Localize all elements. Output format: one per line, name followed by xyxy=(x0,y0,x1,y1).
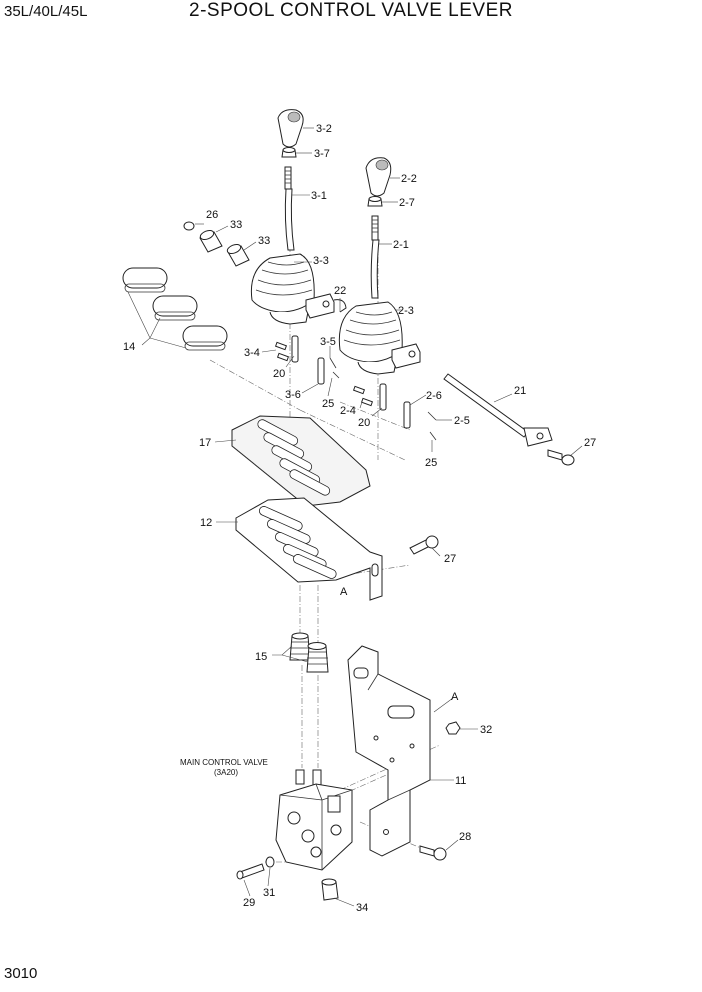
nut-26 xyxy=(183,221,195,231)
bolt-29 xyxy=(236,863,265,880)
leader-lines xyxy=(127,127,583,907)
label-31: 31 xyxy=(263,887,275,899)
label-26: 26 xyxy=(206,209,218,221)
label-14: 14 xyxy=(123,341,135,353)
label-27-right: 27 xyxy=(584,437,596,449)
grommet-14-c xyxy=(182,325,228,351)
label-25-a: 25 xyxy=(322,398,334,410)
model-numbers: 35L/40L/45L xyxy=(4,3,88,20)
label-34: 34 xyxy=(356,902,368,914)
label-2-7: 2-7 xyxy=(399,197,415,209)
spacer-33-b xyxy=(226,243,250,267)
label-2-2: 2-2 xyxy=(401,173,417,185)
label-2-3: 2-3 xyxy=(398,305,414,317)
bolt-27-left xyxy=(409,535,439,555)
bracket-22-right xyxy=(391,343,421,369)
grommet-14-b xyxy=(152,295,198,321)
label-17: 17 xyxy=(199,437,211,449)
boot-15-b xyxy=(306,642,329,673)
label-3-5: 3-5 xyxy=(320,336,336,348)
main-control-valve xyxy=(275,769,353,871)
boot-2-3 xyxy=(338,301,403,375)
label-3-3: 3-3 xyxy=(313,255,329,267)
label-28: 28 xyxy=(459,831,471,843)
label-15: 15 xyxy=(255,651,267,663)
label-view-a-bracket: A xyxy=(451,691,459,703)
label-20-a: 20 xyxy=(273,368,285,380)
bolt-27-right xyxy=(547,449,575,466)
part-labels: 3-2 3-7 3-1 3-3 2-2 2-7 2-1 2-3 26 33 33… xyxy=(123,123,596,914)
label-3-1: 3-1 xyxy=(311,190,327,202)
cover-17 xyxy=(231,415,371,507)
fitting-34 xyxy=(321,878,339,901)
bolt-28 xyxy=(419,845,447,861)
knob-2-2 xyxy=(365,157,392,197)
nut-2-7 xyxy=(367,196,383,207)
label-27-left: 27 xyxy=(444,553,456,565)
label-3-6: 3-6 xyxy=(285,389,301,401)
plate-3-6 xyxy=(317,357,325,385)
label-2-6: 2-6 xyxy=(426,390,442,402)
label-2-4: 2-4 xyxy=(340,405,356,417)
clip-3-5 xyxy=(329,357,340,379)
boot-15-a xyxy=(289,632,311,661)
page-title: 2-SPOOL CONTROL VALVE LEVER xyxy=(189,0,513,21)
label-main-control-valve-ref: (3A20) xyxy=(214,768,238,777)
label-view-a-top: A xyxy=(340,586,348,598)
plate-20-right xyxy=(379,383,387,411)
plate-12 xyxy=(235,497,383,601)
label-33-b: 33 xyxy=(258,235,270,247)
grommet-14-a xyxy=(122,267,168,293)
label-main-control-valve: MAIN CONTROL VALVE xyxy=(180,758,268,767)
knob-3-2 xyxy=(277,109,304,148)
spacer-33-a xyxy=(199,229,223,253)
nut-3-7 xyxy=(281,147,297,158)
label-29: 29 xyxy=(243,897,255,909)
rod-21 xyxy=(443,373,553,447)
lever-2-1 xyxy=(370,215,380,299)
label-12: 12 xyxy=(200,517,212,529)
label-3-2: 3-2 xyxy=(316,123,332,135)
pin-3-4 xyxy=(274,341,290,362)
label-25-b: 25 xyxy=(425,457,437,469)
label-11: 11 xyxy=(455,775,466,787)
washer-31 xyxy=(265,856,275,868)
label-32: 32 xyxy=(480,724,492,736)
nut-32 xyxy=(445,721,461,735)
page-number: 3010 xyxy=(4,965,38,982)
boot-3-3 xyxy=(250,253,315,325)
bracket-11 xyxy=(347,645,431,857)
plate-2-6 xyxy=(403,401,411,429)
label-20-b: 20 xyxy=(358,417,370,429)
label-22: 22 xyxy=(334,285,346,297)
plate-20-left xyxy=(291,335,299,363)
label-21: 21 xyxy=(514,385,526,397)
label-33-a: 33 xyxy=(230,219,242,231)
lever-3-1 xyxy=(284,166,295,251)
pin-2-4 xyxy=(352,385,374,407)
clip-2-5 xyxy=(427,411,437,441)
label-3-4: 3-4 xyxy=(244,347,260,359)
label-3-7: 3-7 xyxy=(314,148,330,160)
label-2-1: 2-1 xyxy=(393,239,409,251)
label-2-5: 2-5 xyxy=(454,415,470,427)
